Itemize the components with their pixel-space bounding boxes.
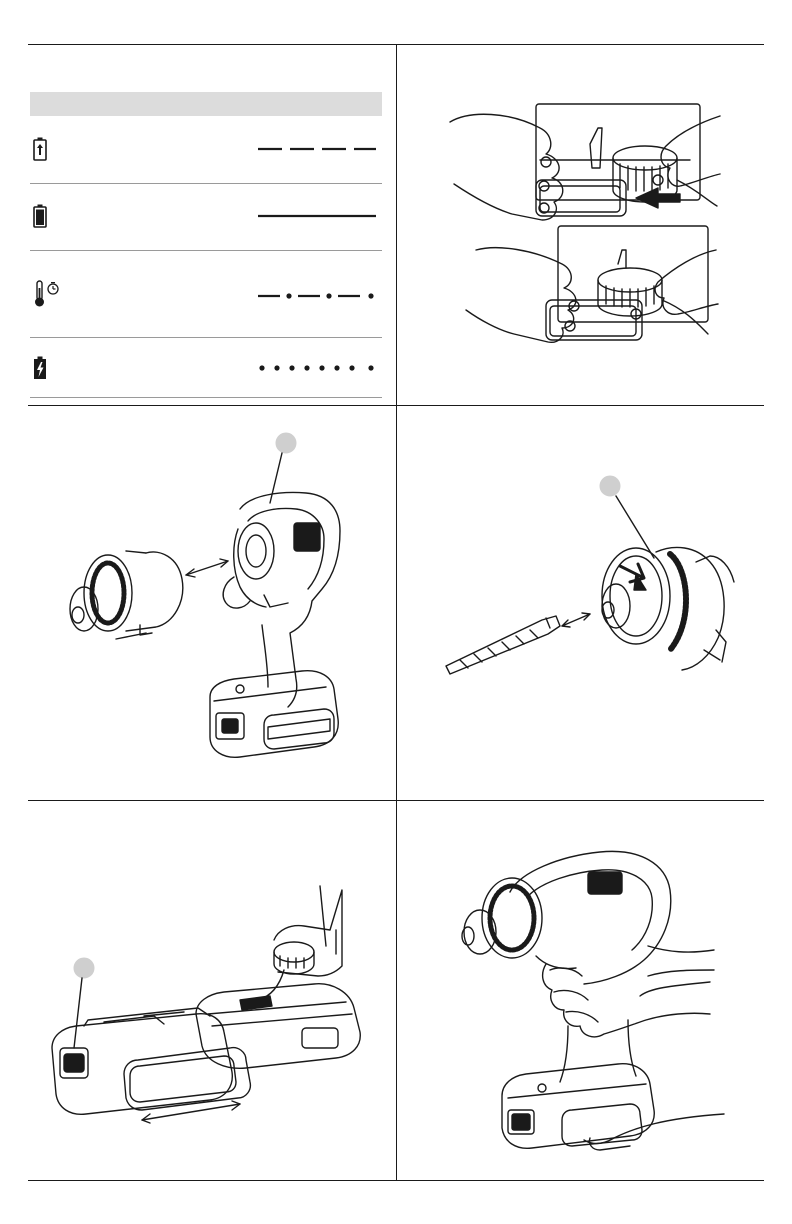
- dotted-line-pattern: [258, 364, 378, 372]
- hold-drill-figure: [450, 840, 730, 1160]
- callout-circle-1: [275, 432, 297, 454]
- legend-separator-2: [30, 250, 382, 251]
- dash-dot-line-pattern: [258, 292, 378, 300]
- dashed-line-pattern: [258, 146, 378, 152]
- legend-separator-4: [30, 397, 382, 398]
- solid-line-pattern: [258, 213, 378, 219]
- remove-battery-pack-figure: [44, 880, 364, 1140]
- legend-header-bar: [30, 92, 382, 116]
- battery-charging-icon: [33, 137, 47, 161]
- legend-separator-3: [30, 337, 382, 338]
- attach-chuck-attachment-figure: [60, 425, 360, 775]
- hot-cold-delay-icon: [33, 280, 63, 308]
- callout-circle-3: [73, 957, 95, 979]
- battery-full-icon: [33, 204, 47, 228]
- legend-separator-1: [30, 183, 382, 184]
- center-divider: [396, 44, 397, 1180]
- insert-battery-into-charger-figure: [440, 100, 730, 350]
- bottom-rule: [28, 1180, 764, 1181]
- callout-circle-2: [599, 475, 621, 497]
- battery-fault-icon: [33, 356, 47, 380]
- insert-drill-bit-figure: [440, 470, 740, 690]
